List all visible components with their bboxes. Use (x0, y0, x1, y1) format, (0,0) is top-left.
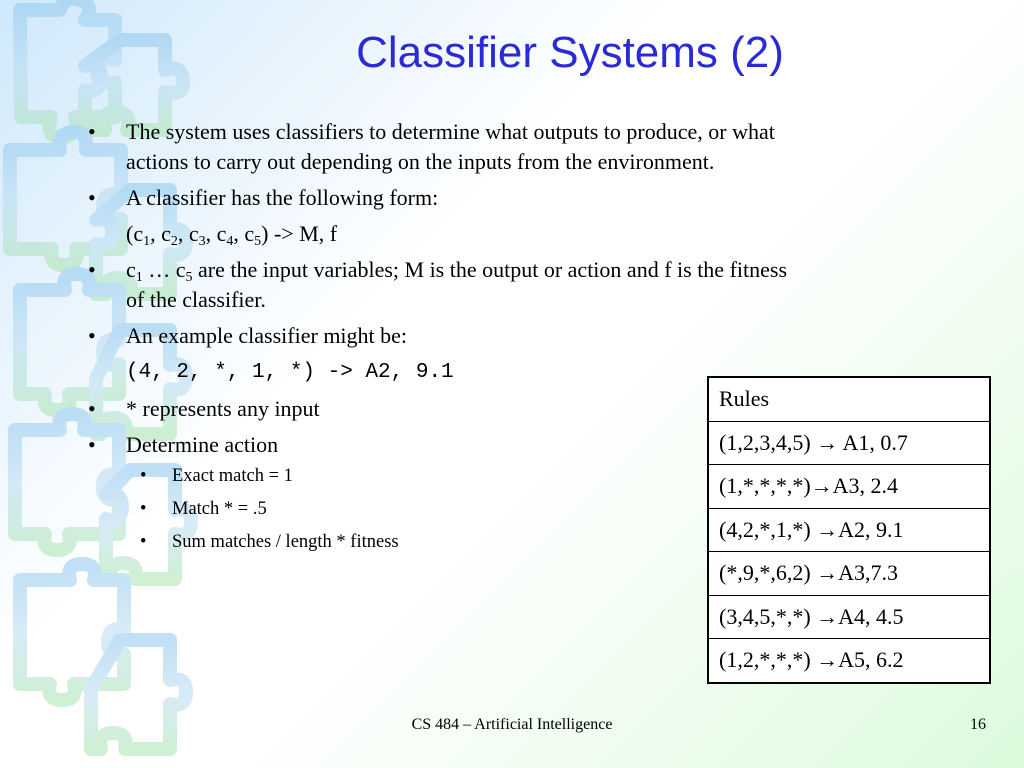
bullet-wildcard: • * represents any input (88, 394, 998, 424)
table-row: (1,2,3,4,5) → A1, 0.7 (707, 420, 991, 465)
table-cell: (*,9,*,6,2) →A3,7.3 (707, 551, 991, 596)
bullet-example-classifier: • An example classifier might be: (88, 321, 998, 351)
bullet-text: A classifier has the following form: (126, 185, 439, 210)
table-cell: (4,2,*,1,*) →A2, 9.1 (707, 507, 991, 552)
puzzle-background-decoration (3, 0, 198, 756)
table-header-row: Rules (707, 376, 991, 422)
table-cell: (1,2,*,*,*) →A5, 6.2 (707, 638, 991, 683)
bullet-system-uses-classifiers: • The system uses classifiers to determi… (88, 117, 998, 177)
bullet-marker: • (88, 432, 96, 457)
bullet-text: c1 … c5 are the input variables; M is th… (126, 257, 788, 285)
table-cell: (1,*,*,*,*)→A3, 2.4 (707, 464, 991, 509)
sub-bullet-marker: • (140, 499, 147, 519)
bullet-text: of the classifier. (126, 287, 266, 312)
example-classifier-code: (4, 2, *, 1, *) -> A2, 9.1 (88, 355, 998, 388)
bullet-list: • The system uses classifiers to determi… (88, 117, 998, 559)
sub-bullet-marker: • (140, 532, 147, 552)
table-row: (1,2,*,*,*) →A5, 6.2 (707, 638, 991, 683)
bullet-marker: • (88, 396, 96, 421)
bullet-marker: • (88, 185, 96, 210)
rules-table: Rules (1,2,3,4,5) → A1, 0.7 (1,*,*,*,*)→… (707, 376, 991, 684)
table-cell: (3,4,5,*,*) →A4, 4.5 (707, 594, 991, 639)
formula-text: (c1, c2, c3, c4, c5) -> M, f (126, 221, 338, 249)
sub-bullet-text: Exact match = 1 (172, 466, 293, 486)
bullet-text: * represents any input (126, 396, 320, 421)
bullet-text: actions to carry out depending on the in… (126, 149, 715, 174)
sub-bullet-text: Match * = .5 (172, 499, 267, 519)
bullet-marker: • (88, 257, 96, 282)
slide-page-number: 16 (970, 716, 986, 733)
table-row: (1,*,*,*,*)→A3, 2.4 (707, 464, 991, 509)
classifier-form-formula: (c1, c2, c3, c4, c5) -> M, f (88, 219, 998, 249)
bullet-text: The system uses classifiers to determine… (126, 119, 775, 144)
bullet-marker: • (88, 323, 96, 348)
table-row: (*,9,*,6,2) →A3,7.3 (707, 551, 991, 596)
table-row: (3,4,5,*,*) →A4, 4.5 (707, 594, 991, 639)
bullet-input-variables: • c1 … c5 are the input variables; M is … (88, 255, 998, 315)
bullet-text: Determine action (126, 432, 279, 457)
sub-bullet-exact-match: • Exact match = 1 (88, 460, 998, 493)
table-cell: (1,2,3,4,5) → A1, 0.7 (707, 420, 991, 465)
slide-footer: CS 484 – Artificial Intelligence (411, 716, 613, 733)
table-row: (4,2,*,1,*) →A2, 9.1 (707, 507, 991, 552)
sub-bullet-match-wildcard: • Match * = .5 (88, 493, 998, 526)
sub-bullet-text: Sum matches / length * fitness (172, 532, 399, 552)
table-header-cell: Rules (707, 376, 991, 422)
bullet-text: An example classifier might be: (126, 323, 408, 348)
sub-bullet-marker: • (140, 466, 147, 486)
slide-title: Classifier Systems (2) (356, 28, 784, 77)
example-code-text: (4, 2, *, 1, *) -> A2, 9.1 (126, 361, 454, 384)
bullet-classifier-form: • A classifier has the following form: (88, 183, 998, 213)
sub-bullet-sum-matches: • Sum matches / length * fitness (88, 526, 998, 559)
bullet-determine-action: • Determine action (88, 430, 998, 460)
bullet-marker: • (88, 119, 96, 144)
